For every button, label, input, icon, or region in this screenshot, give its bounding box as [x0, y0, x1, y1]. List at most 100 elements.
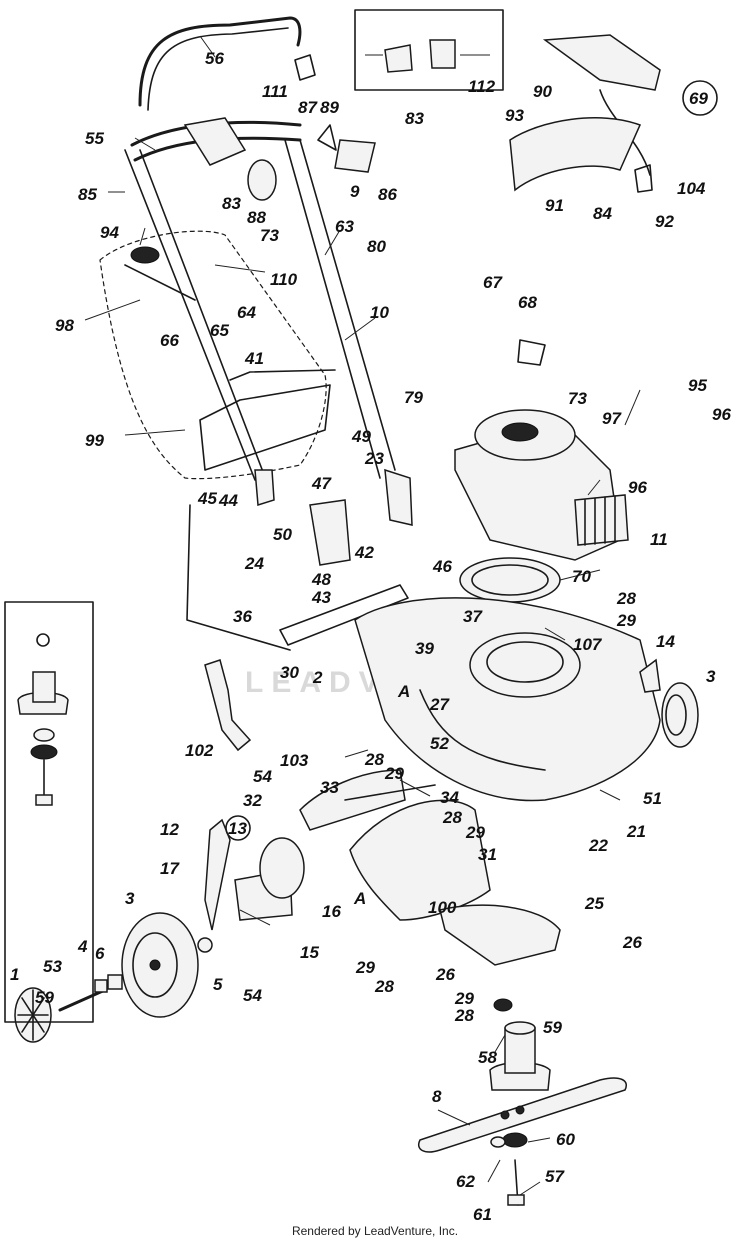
rear-deflector-69: [509, 34, 718, 193]
callout-15: 15: [300, 943, 319, 962]
callout-21: 21: [626, 822, 646, 841]
callout-50: 50: [273, 525, 292, 544]
mower-deck: [354, 597, 661, 802]
callout-3-rear: 3: [706, 667, 716, 686]
callout-28-right: 28: [616, 589, 636, 608]
callout-24: 24: [244, 554, 264, 573]
callout-52: 52: [430, 734, 449, 753]
callout-96-right: 96: [712, 405, 731, 424]
diagram-number-69: 69: [689, 89, 708, 108]
callout-91: 91: [545, 196, 564, 215]
control-panel: [183, 54, 376, 201]
grass-bag: [99, 230, 336, 480]
callout-84: 84: [593, 204, 612, 223]
callout-67: 67: [483, 273, 503, 292]
callout-10: 10: [370, 303, 389, 322]
callout-43: 43: [311, 588, 331, 607]
callout-28-mid: 28: [364, 750, 384, 769]
callout-61: 61: [473, 1205, 492, 1224]
callout-49: 49: [351, 427, 371, 446]
callout-1: 1: [10, 965, 19, 984]
blade-8: [418, 1077, 627, 1153]
callout-28-bottom: 28: [454, 1006, 474, 1025]
callout-13: 13: [228, 819, 247, 838]
callout-6: 6: [95, 944, 105, 963]
callout-112: 112: [468, 77, 496, 96]
callout-66: 66: [160, 331, 179, 350]
callout-32: 32: [243, 791, 262, 810]
callout-39: 39: [415, 639, 434, 658]
callout-5: 5: [213, 975, 223, 994]
callout-37: 37: [463, 607, 483, 626]
inset-detail-59: [4, 601, 94, 1023]
callout-100: 100: [428, 898, 457, 917]
callout-86: 86: [378, 185, 397, 204]
callout-42: 42: [354, 543, 374, 562]
callout-90: 90: [533, 82, 552, 101]
callout-83-top: 83: [405, 109, 424, 128]
blade-bolts: [490, 1132, 528, 1206]
callout-57: 57: [545, 1167, 565, 1186]
callout-27: 27: [429, 695, 450, 714]
callout-94: 94: [100, 223, 119, 242]
callout-107: 107: [573, 635, 603, 654]
callout-2: 2: [312, 668, 323, 687]
callout-96-engine: 96: [628, 478, 647, 497]
callout-79: 79: [404, 388, 423, 407]
callout-29-mid: 29: [384, 764, 404, 783]
callout-104: 104: [677, 179, 706, 198]
callout-41: 41: [244, 349, 264, 368]
callout-17: 17: [160, 859, 180, 878]
upper-rear-bracket-112: [354, 9, 504, 91]
callout-12: 12: [160, 820, 179, 839]
callout-59-adapter: 59: [543, 1018, 562, 1037]
callout-25: 25: [584, 894, 604, 913]
callout-80: 80: [367, 237, 386, 256]
callout-23: 23: [364, 449, 384, 468]
callout-65: 65: [210, 321, 229, 340]
callout-A-top: A: [397, 682, 410, 701]
callout-99: 99: [85, 431, 104, 450]
callout-103: 103: [280, 751, 309, 770]
callout-22: 22: [588, 836, 608, 855]
callout-14: 14: [656, 632, 675, 651]
callout-A-bottom: A: [353, 889, 366, 908]
callout-85: 85: [78, 185, 97, 204]
blade-adapter-59: [489, 998, 551, 1091]
callout-55: 55: [85, 129, 104, 148]
callout-110: 110: [270, 270, 298, 289]
callout-68: 68: [518, 293, 537, 312]
callout-63: 63: [335, 217, 354, 236]
callout-29-right: 29: [616, 611, 636, 630]
callout-95: 95: [688, 376, 707, 395]
callout-93: 93: [505, 106, 524, 125]
callout-97: 97: [602, 409, 622, 428]
leader-lines: [84, 35, 641, 1196]
callout-33: 33: [320, 778, 339, 797]
axle-bolts: [58, 937, 213, 1012]
callout-48: 48: [311, 570, 331, 589]
callout-58: 58: [478, 1048, 497, 1067]
callout-111: 111: [262, 82, 288, 101]
callout-29-bottom: 29: [454, 989, 474, 1008]
callout-88: 88: [247, 208, 266, 227]
hubcap-1: [14, 987, 52, 1043]
callout-60: 60: [556, 1130, 575, 1149]
callout-4: 4: [77, 937, 88, 956]
callout-26-left: 26: [435, 965, 455, 984]
callout-9: 9: [350, 182, 360, 201]
callout-47: 47: [311, 474, 332, 493]
callout-54-lower: 54: [243, 986, 262, 1005]
handle-brackets: [186, 468, 413, 651]
callout-64: 64: [237, 303, 256, 322]
callout-34: 34: [440, 788, 459, 807]
callout-70: 70: [572, 567, 591, 586]
callout-29-left: 29: [355, 958, 375, 977]
callout-102: 102: [185, 741, 214, 760]
callout-59-inset: 59: [35, 988, 54, 1007]
callout-73-handle: 73: [260, 226, 279, 245]
callout-13-circle: [225, 815, 251, 841]
callout-83-mid: 83: [222, 194, 241, 213]
callout-92: 92: [655, 212, 674, 231]
